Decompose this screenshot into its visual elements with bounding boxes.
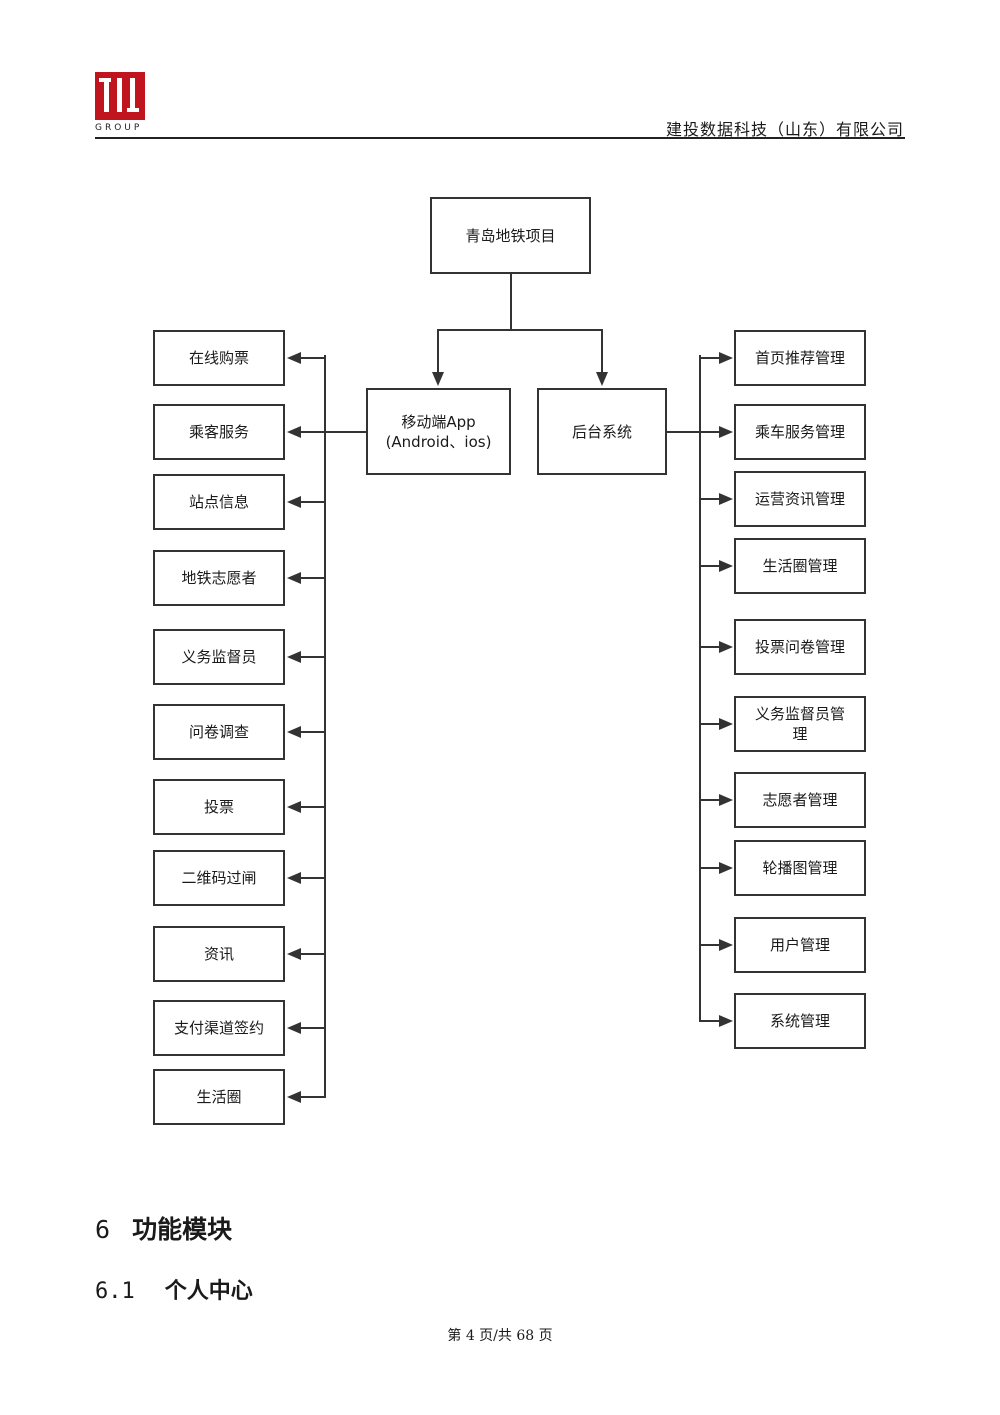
arrow-left-icon <box>287 801 301 813</box>
arrow-left-icon <box>287 572 301 584</box>
connector-line <box>300 1096 325 1098</box>
mobile-app-platforms: (Android、ios) <box>385 432 492 451</box>
section-title: 功能模块 <box>132 1215 233 1244</box>
backend-module-node: 投票问卷管理 <box>734 619 866 675</box>
connector-line <box>700 723 720 725</box>
arrow-left-icon <box>287 651 301 663</box>
root-node: 青岛地铁项目 <box>430 197 591 274</box>
section-heading: 6 功能模块 <box>95 1210 232 1246</box>
mobile-module-node: 地铁志愿者 <box>153 550 285 606</box>
logo-text: GROUP <box>95 123 143 133</box>
connector-line <box>700 565 720 567</box>
mobile-module-node: 乘客服务 <box>153 404 285 460</box>
connector-line <box>300 1027 325 1029</box>
connector-line <box>300 501 325 503</box>
arrow-right-icon <box>719 939 733 951</box>
connector-line <box>300 357 325 359</box>
mobile-module-node: 资讯 <box>153 926 285 982</box>
connector-line <box>300 877 325 879</box>
connector-line <box>700 867 720 869</box>
arrow-left-icon <box>287 872 301 884</box>
connector-line <box>700 944 720 946</box>
mobile-module-node: 义务监督员 <box>153 629 285 685</box>
connector-line <box>300 431 325 433</box>
mobile-module-node: 二维码过闸 <box>153 850 285 906</box>
backend-node: 后台系统 <box>537 388 667 475</box>
connector-line <box>300 656 325 658</box>
mobile-app-node: 移动端App (Android、ios) <box>366 388 511 475</box>
arrow-left-icon <box>287 426 301 438</box>
backend-module-node: 轮播图管理 <box>734 840 866 896</box>
arrow-right-icon <box>719 718 733 730</box>
arrow-left-icon <box>287 1022 301 1034</box>
connector-line <box>300 731 325 733</box>
backend-module-node: 乘车服务管理 <box>734 404 866 460</box>
mobile-module-node: 支付渠道签约 <box>153 1000 285 1056</box>
connector-line <box>700 799 720 801</box>
arrow-right-icon <box>719 794 733 806</box>
mobile-app-label: 移动端App <box>401 412 476 431</box>
connector-line <box>300 806 325 808</box>
connector-line <box>700 431 720 433</box>
page-footer: 第 4 页/共 68 页 <box>447 1328 553 1344</box>
company-name: 建投数据科技（山东）有限公司 <box>665 120 904 139</box>
arrow-right-icon <box>719 641 733 653</box>
arrow-left-icon <box>287 496 301 508</box>
backend-module-node: 用户管理 <box>734 917 866 973</box>
arrow-right-icon <box>719 1015 733 1027</box>
arrow-left-icon <box>287 1091 301 1103</box>
arrow-left-icon <box>287 948 301 960</box>
arrow-left-icon <box>287 726 301 738</box>
subsection-title: 个人中心 <box>164 1279 253 1304</box>
logo-mark <box>95 72 145 120</box>
header-divider <box>95 137 905 139</box>
arrow-right-icon <box>719 426 733 438</box>
connector-line <box>700 498 720 500</box>
subsection-number: 6.1 <box>95 1279 135 1304</box>
mobile-module-node: 在线购票 <box>153 330 285 386</box>
company-logo: GROUP <box>95 72 147 133</box>
mobile-module-node: 投票 <box>153 779 285 835</box>
mobile-module-node: 问卷调查 <box>153 704 285 760</box>
arrow-right-icon <box>719 493 733 505</box>
arrow-right-icon <box>719 862 733 874</box>
mobile-module-node: 站点信息 <box>153 474 285 530</box>
subsection-heading: 6.1 个人中心 <box>95 1273 253 1305</box>
connector-line <box>300 577 325 579</box>
connector-line <box>700 357 720 359</box>
connector-line <box>300 953 325 955</box>
backend-module-node: 首页推荐管理 <box>734 330 866 386</box>
backend-module-node: 运营资讯管理 <box>734 471 866 527</box>
connector-line <box>700 1020 720 1022</box>
backend-module-node: 义务监督员管理 <box>734 696 866 752</box>
backend-module-node: 系统管理 <box>734 993 866 1049</box>
backend-module-node: 生活圈管理 <box>734 538 866 594</box>
arrow-right-icon <box>719 352 733 364</box>
connector-line <box>700 646 720 648</box>
backend-module-node: 志愿者管理 <box>734 772 866 828</box>
arrow-right-icon <box>719 560 733 572</box>
section-number: 6 <box>95 1215 111 1244</box>
arrow-left-icon <box>287 352 301 364</box>
mobile-module-node: 生活圈 <box>153 1069 285 1125</box>
